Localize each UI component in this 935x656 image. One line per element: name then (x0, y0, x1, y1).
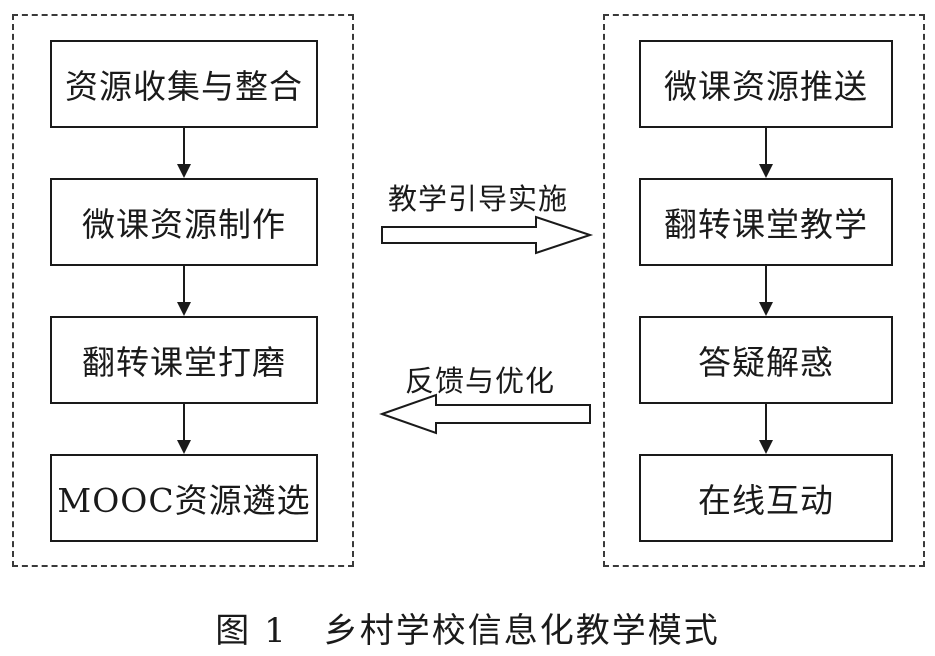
right-step-3-box: 答疑解惑 (639, 316, 893, 404)
right-step-2-label: 翻转课堂教学 (664, 205, 868, 244)
right-arrow-down-1 (759, 128, 773, 178)
left-step-4-label: MOOC资源遴选 (57, 481, 311, 520)
right-step-1-box: 微课资源推送 (639, 40, 893, 128)
left-arrow-down-2 (177, 266, 191, 316)
right-step-2-box: 翻转课堂教学 (639, 178, 893, 266)
left-step-1-label: 资源收集与整合 (65, 67, 303, 106)
right-step-3-label: 答疑解惑 (698, 343, 834, 382)
right-step-4-box: 在线互动 (639, 454, 893, 542)
right-arrow-down-3 (759, 404, 773, 454)
right-arrow-down-2 (759, 266, 773, 316)
left-step-2-label: 微课资源制作 (82, 205, 286, 244)
left-step-1-box: 资源收集与整合 (50, 40, 318, 128)
left-process-group: 资源收集与整合 微课资源制作 翻转课堂打磨 MOOC资源遴选 (12, 14, 354, 567)
left-step-3-label: 翻转课堂打磨 (82, 343, 286, 382)
forward-flow-label: 教学引导实施 (388, 182, 569, 216)
figure-caption: 图 1 乡村学校信息化教学模式 (215, 611, 720, 651)
right-step-1-label: 微课资源推送 (664, 67, 868, 106)
left-arrow-down-1 (177, 128, 191, 178)
right-step-4-label: 在线互动 (698, 481, 834, 520)
left-arrow-down-3 (177, 404, 191, 454)
backward-flow-label: 反馈与优化 (405, 364, 556, 398)
left-step-3-box: 翻转课堂打磨 (50, 316, 318, 404)
backward-flow-arrow (378, 393, 591, 435)
forward-flow-arrow (381, 215, 594, 255)
left-step-4-box: MOOC资源遴选 (50, 454, 318, 542)
right-process-group: 微课资源推送 翻转课堂教学 答疑解惑 在线互动 (603, 14, 925, 567)
left-step-2-box: 微课资源制作 (50, 178, 318, 266)
